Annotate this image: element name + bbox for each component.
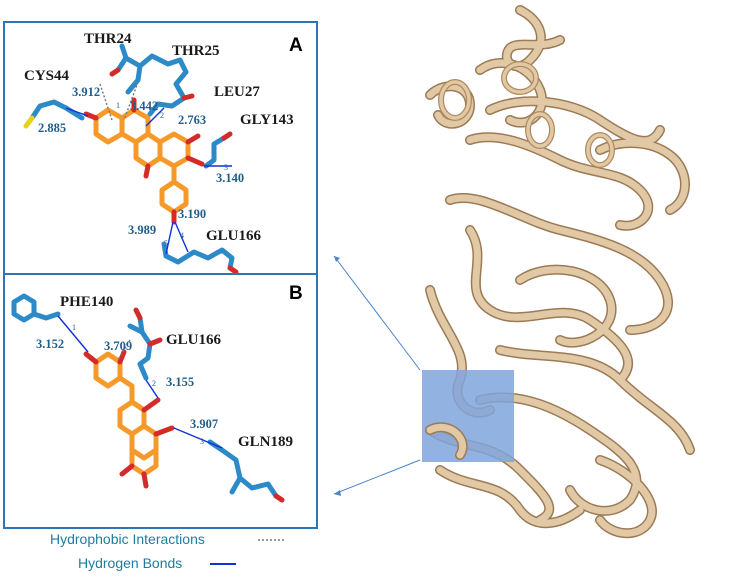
panel-b-residue-sticks bbox=[11, 293, 285, 503]
b-label-phe140: PHE140 bbox=[60, 294, 113, 310]
ribbon-helices-fill bbox=[439, 62, 614, 167]
a-dist-3912: 3.912 bbox=[72, 85, 100, 99]
panel-b-letter: B bbox=[289, 283, 303, 304]
ribbon-over-highlight-fill bbox=[426, 423, 467, 459]
b-dist-3907: 3.907 bbox=[190, 417, 218, 431]
b-hbond-3155 bbox=[145, 379, 159, 399]
a-label-gly143: GLY143 bbox=[240, 112, 294, 128]
panel-b-interactions bbox=[57, 315, 223, 449]
protein-ribbon bbox=[425, 5, 695, 539]
a-label-cys44: CYS44 bbox=[24, 68, 70, 84]
binding-site-highlight bbox=[422, 370, 514, 462]
b-hbond-3907 bbox=[173, 427, 223, 449]
connector-arrows bbox=[333, 255, 421, 496]
a-label-thr25: THR25 bbox=[172, 43, 220, 59]
panel-a-letter: A bbox=[289, 35, 303, 56]
ribbon-fill bbox=[426, 6, 694, 537]
a-hbond-3989 bbox=[165, 221, 174, 255]
a-dist-2885: 2.885 bbox=[38, 121, 66, 135]
b-hbond-3152 bbox=[57, 315, 89, 353]
panel-b-ligand bbox=[83, 349, 175, 489]
a-dist-2763: 2.763 bbox=[178, 113, 206, 127]
a-dist-3989: 3.989 bbox=[128, 223, 156, 237]
connector-arrowhead-b bbox=[334, 490, 341, 496]
a-hydrophobic-3442 bbox=[123, 81, 139, 121]
b-dist-3155: 3.155 bbox=[166, 375, 194, 389]
a-bond-number: 5 bbox=[164, 239, 168, 248]
panel-a-ligand bbox=[83, 97, 205, 225]
a-bond-number: 4 bbox=[180, 231, 184, 240]
a-dist-3140: 3.140 bbox=[216, 171, 244, 185]
legend-hydrophobic-label: Hydrophobic Interactions bbox=[50, 531, 205, 547]
b-dist-3152: 3.152 bbox=[36, 337, 64, 351]
a-dist-3190: 3.190 bbox=[178, 207, 206, 221]
a-hbond-3190 bbox=[174, 221, 189, 253]
a-bond-number: 1 bbox=[116, 101, 120, 110]
legend: Hydrophobic Interactions Hydrogen Bonds bbox=[50, 531, 286, 571]
b-dist-3709: 3.709 bbox=[104, 339, 132, 353]
a-dist-3442: 3.442 bbox=[130, 99, 158, 113]
legend-hydrogen-label: Hydrogen Bonds bbox=[78, 555, 182, 571]
panel-a-residue-sticks bbox=[23, 43, 239, 275]
panel-a-interactions bbox=[65, 81, 232, 255]
panel-a: A bbox=[3, 21, 318, 275]
b-bond-number: 1 bbox=[72, 323, 76, 332]
a-label-thr24: THR24 bbox=[84, 31, 132, 47]
a-bond-number: 2 bbox=[160, 111, 164, 120]
panel-b: B bbox=[3, 273, 318, 529]
a-bond-number: 3 bbox=[224, 163, 228, 172]
connector-arrow-a bbox=[333, 255, 421, 371]
b-bond-number: 2 bbox=[152, 379, 156, 388]
b-label-glu166: GLU166 bbox=[166, 332, 222, 348]
a-hbond-2885 bbox=[65, 107, 89, 117]
b-label-gln189: GLN189 bbox=[238, 434, 293, 450]
connector-arrowhead-a bbox=[334, 256, 340, 262]
connector-arrow-b bbox=[333, 459, 421, 495]
a-label-glu166: GLU166 bbox=[206, 228, 262, 244]
a-label-leu27: LEU27 bbox=[214, 84, 260, 100]
a-hbond-2763 bbox=[145, 107, 165, 127]
b-bond-number: 3 bbox=[200, 437, 204, 446]
